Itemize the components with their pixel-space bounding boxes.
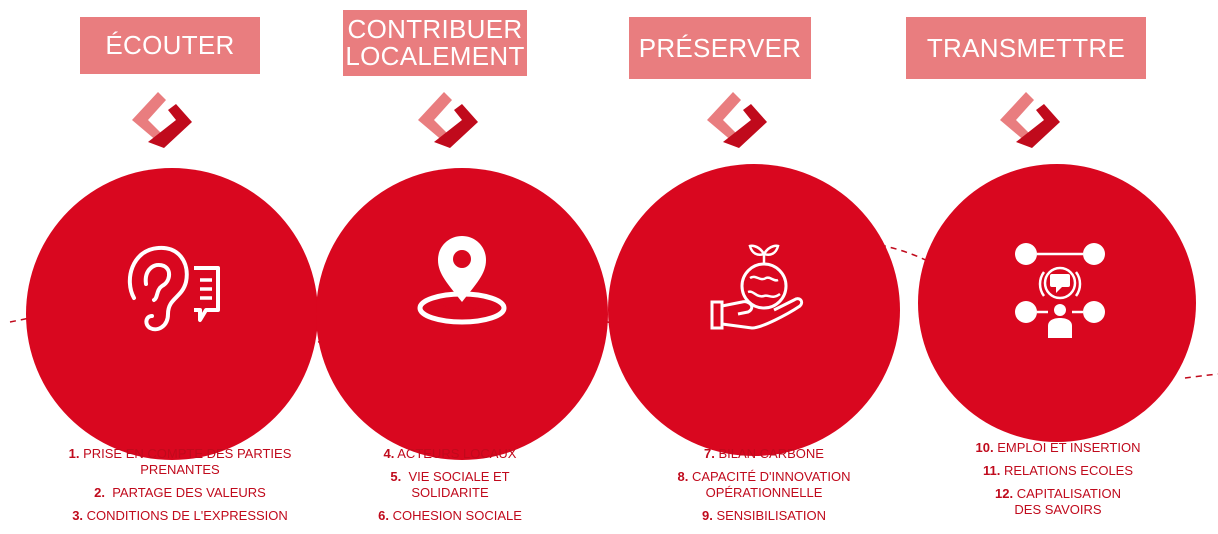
list-item: 5. VIE SOCIALE ET SOLIDARITE xyxy=(385,469,515,501)
list-item: 10. EMPLOI ET INSERTION xyxy=(958,440,1158,456)
item-number: 11. xyxy=(982,463,1001,478)
pillar-title-text: CONTRIBUER LOCALEMENT xyxy=(345,14,525,71)
pillar-title: CONTRIBUER LOCALEMENT xyxy=(343,10,527,76)
pillar-preserver: PRÉSERVER 7. BILAN CARBONE 8. CAPACITÉ D… xyxy=(0,0,900,534)
item-text: SENSIBILISATION xyxy=(716,508,827,523)
pillar-title-text: PRÉSERVER xyxy=(638,32,802,63)
chevron-down-icon xyxy=(418,92,478,148)
list-item: 4. ACTEURS LOCAUX xyxy=(350,446,550,462)
pillar-items: 7. BILAN CARBONE 8. CAPACITÉ D'INNOVATIO… xyxy=(664,446,864,531)
list-item: 1. PRISE EN COMPTE DES PARTIES PRENANTES xyxy=(60,446,300,478)
item-text: CONDITIONS DE L'EXPRESSION xyxy=(86,508,288,523)
hand-plant-globe-icon xyxy=(710,244,804,330)
pillar-circle xyxy=(608,164,900,456)
pillar-title: ÉCOUTER xyxy=(80,17,260,74)
pillar-items: 4. ACTEURS LOCAUX 5. VIE SOCIALE ET SOLI… xyxy=(350,446,550,531)
item-text: CAPACITÉ D'INNOVATION OPÉRATIONNELLE xyxy=(691,469,851,500)
list-item: 7. BILAN CARBONE xyxy=(664,446,864,462)
pillar-title-text: ÉCOUTER xyxy=(105,30,235,60)
pillar-circle xyxy=(26,168,318,460)
item-number: 9. xyxy=(701,508,713,523)
pillar-circle xyxy=(918,164,1196,442)
chevron-down-icon xyxy=(132,92,192,148)
item-text: PRISE EN COMPTE DES PARTIES PRENANTES xyxy=(83,446,292,477)
pillar-contribuer-localement: CONTRIBUER LOCALEMENT 4. ACTEURS LOCAUX … xyxy=(0,0,608,534)
pillar-title-text: TRANSMETTRE xyxy=(926,32,1126,63)
pillar-title: PRÉSERVER xyxy=(629,17,811,79)
item-text: EMPLOI ET INSERTION xyxy=(997,440,1141,455)
item-text: VIE SOCIALE ET SOLIDARITE xyxy=(408,469,510,500)
item-number: 6. xyxy=(378,508,389,523)
pillar-ecouter: ÉCOUTER 1. PRISE EN COMPTE DES PARTIES P… xyxy=(0,0,318,534)
item-number: 10. xyxy=(975,440,994,455)
list-item: 9. SENSIBILISATION xyxy=(664,508,864,524)
item-number: 7. xyxy=(704,446,715,461)
item-number: 5. xyxy=(390,469,402,484)
network-people-icon xyxy=(1015,243,1105,338)
item-number: 2. xyxy=(94,485,105,500)
list-item: 2. PARTAGE DES VALEURS xyxy=(60,485,300,501)
location-pin-icon xyxy=(417,236,507,325)
ear-speech-icon xyxy=(128,245,220,332)
pillar-items: 10. EMPLOI ET INSERTION 11. RELATIONS EC… xyxy=(958,440,1158,525)
item-number: 3. xyxy=(72,508,84,523)
pillar-title: TRANSMETTRE xyxy=(906,17,1146,79)
item-number: 4. xyxy=(383,446,395,461)
list-item: 6. COHESION SOCIALE xyxy=(350,508,550,524)
list-item: 12. CAPITALISATION DES SAVOIRS xyxy=(983,486,1133,518)
list-item: 8. CAPACITÉ D'INNOVATION OPÉRATIONNELLE xyxy=(664,469,864,501)
item-text: ACTEURS LOCAUX xyxy=(397,446,517,461)
item-text: RELATIONS ECOLES xyxy=(1003,463,1134,478)
list-item: 3. CONDITIONS DE L'EXPRESSION xyxy=(60,508,300,524)
chevron-down-icon xyxy=(1000,92,1060,148)
chevron-down-icon xyxy=(707,92,767,148)
item-number: 1. xyxy=(68,446,80,461)
item-text: COHESION SOCIALE xyxy=(392,508,522,523)
list-item: 11. RELATIONS ECOLES xyxy=(958,463,1158,479)
item-text: PARTAGE DES VALEURS xyxy=(112,485,266,500)
item-text: BILAN CARBONE xyxy=(718,446,824,461)
item-text: CAPITALISATION DES SAVOIRS xyxy=(1014,486,1121,517)
pillar-items: 1. PRISE EN COMPTE DES PARTIES PRENANTES… xyxy=(60,446,300,531)
item-number: 8. xyxy=(677,469,689,484)
item-number: 12. xyxy=(995,486,1014,501)
